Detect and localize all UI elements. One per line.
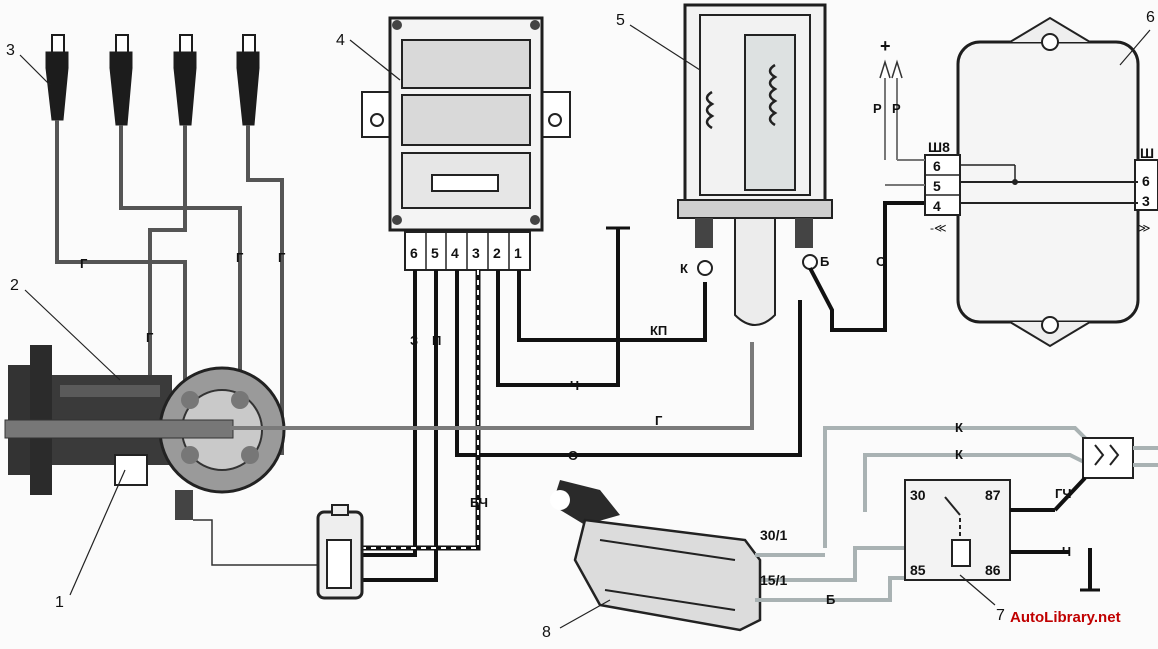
reg-sh8: Ш8 xyxy=(928,139,950,155)
pin-6: 6 xyxy=(410,245,418,261)
label-p: П xyxy=(432,333,441,348)
relay-30: 30 xyxy=(910,487,926,503)
reg-sh: Ш xyxy=(1140,145,1154,161)
ignition-lock xyxy=(550,480,825,632)
pin-1: 1 xyxy=(514,245,522,261)
switch-wires xyxy=(360,228,802,582)
relay-85: 85 xyxy=(910,562,926,578)
label-k1: К xyxy=(955,420,963,435)
watermark: AutoLibrary.net xyxy=(1010,609,1121,626)
hall-sensor-connector xyxy=(316,504,364,600)
label-k2: К xyxy=(955,447,963,462)
spark-plug-2 xyxy=(109,34,133,126)
reg-out-3: 3 xyxy=(1142,193,1150,209)
voltage-regulator xyxy=(879,16,1158,348)
callout-7: 7 xyxy=(996,607,1005,624)
hv-center-lead xyxy=(230,342,754,430)
plus-sign: + xyxy=(880,36,891,56)
ignition-relay xyxy=(904,476,1100,592)
spark-plug-4 xyxy=(236,34,260,126)
wire-o-to-regulator xyxy=(808,201,925,332)
callout-8: 8 xyxy=(542,624,551,641)
relay-87: 87 xyxy=(985,487,1001,503)
relay-86: 86 xyxy=(985,562,1001,578)
wire-bch-stripe xyxy=(360,270,479,549)
reg-pin-5: 5 xyxy=(933,178,941,194)
spark-plug-3 xyxy=(173,34,197,126)
label-g3: Г xyxy=(278,250,286,265)
callout-5: 5 xyxy=(616,12,625,29)
callout-1: 1 xyxy=(55,594,64,611)
label-ch1: Ч xyxy=(570,378,579,393)
sensor-lead xyxy=(193,519,320,566)
ignition-switch-module xyxy=(361,16,571,271)
spark-plug-1 xyxy=(45,34,69,121)
callout-2: 2 xyxy=(10,277,19,294)
label-g1: Г xyxy=(80,256,88,271)
pin-5: 5 xyxy=(431,245,439,261)
label-ch2: Ч xyxy=(1062,544,1071,559)
wire-bch xyxy=(360,270,481,551)
label-g2: Г xyxy=(236,250,244,265)
pin-3: 3 xyxy=(472,245,480,261)
reg-p1: Р xyxy=(873,101,882,116)
ign-term-30-1: 30/1 xyxy=(760,527,787,543)
label-gch: ГЧ xyxy=(1055,486,1072,501)
distributor xyxy=(4,345,286,520)
reg-pin-4: 4 xyxy=(933,198,941,214)
label-b: Б xyxy=(826,592,835,607)
coil-terminal-k: К xyxy=(680,261,688,276)
label-o1: О xyxy=(568,448,578,463)
callout-4: 4 xyxy=(336,32,345,49)
fuse-connector-block xyxy=(1082,437,1158,479)
callout-3: 3 xyxy=(6,42,15,59)
reg-out-6: 6 xyxy=(1142,173,1150,189)
label-o2: О xyxy=(876,254,886,269)
callout-6: 6 xyxy=(1146,9,1155,26)
label-bch: БЧ xyxy=(470,495,488,510)
coil-terminal-b: Б xyxy=(820,254,829,269)
ignition-coil xyxy=(677,3,833,326)
label-kp: КП xyxy=(650,323,667,338)
arrow-left-icon: -≪ xyxy=(930,221,947,235)
label-z: З xyxy=(410,333,418,348)
reg-pin-6: 6 xyxy=(933,158,941,174)
label-g5: Г xyxy=(655,413,663,428)
reg-p2: Р xyxy=(892,101,901,116)
arrow-right-icon: ≫ xyxy=(1138,221,1151,235)
callout-leaders xyxy=(19,24,1151,629)
spark-plugs xyxy=(45,34,260,126)
label-g4: Г xyxy=(146,330,154,345)
ign-term-15-1: 15/1 xyxy=(760,572,787,588)
pin-2: 2 xyxy=(493,245,501,261)
pin-4: 4 xyxy=(451,245,459,261)
hv-leads xyxy=(55,120,284,455)
